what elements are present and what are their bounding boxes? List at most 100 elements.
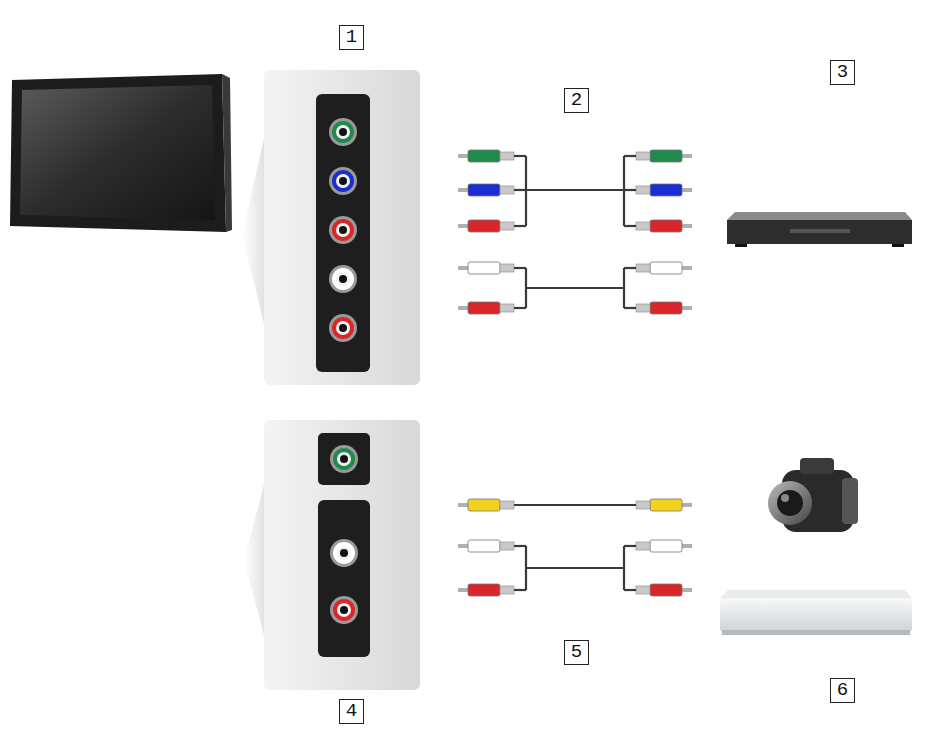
cable-wire xyxy=(514,189,526,191)
jack-inner xyxy=(336,125,350,139)
plug-collar xyxy=(636,586,650,594)
jack-inner xyxy=(337,603,351,617)
plug-collar xyxy=(500,542,514,550)
set-top-box xyxy=(720,590,912,635)
plug-body xyxy=(468,540,500,552)
dvd-player xyxy=(727,212,912,247)
jack-inner xyxy=(337,546,351,560)
jack-inner xyxy=(336,272,350,286)
plug-collar xyxy=(500,501,514,509)
plug-body xyxy=(468,184,500,196)
plug-collar xyxy=(636,186,650,194)
plug-body xyxy=(468,150,500,162)
cable-wire xyxy=(514,589,526,591)
plug-collar xyxy=(636,501,650,509)
jack-hole xyxy=(339,226,347,234)
jack-color xyxy=(333,448,355,470)
cable-wire xyxy=(624,307,636,309)
plug-body xyxy=(650,184,682,196)
callout-box: 1 xyxy=(339,25,364,50)
callout-box: 3 xyxy=(830,60,855,85)
jack-inner xyxy=(336,174,350,188)
jack-color xyxy=(332,268,354,290)
callout-box: 2 xyxy=(564,88,589,113)
jack-ring xyxy=(330,445,358,473)
jack-inner xyxy=(337,452,351,466)
cable-wire xyxy=(624,267,636,269)
plug-body xyxy=(650,302,682,314)
plug-collar xyxy=(636,222,650,230)
plug-collar xyxy=(500,222,514,230)
jack-ring xyxy=(329,216,357,244)
jack-color xyxy=(332,121,354,143)
callout-box: 6 xyxy=(830,678,855,703)
cable-wire xyxy=(514,307,526,309)
cable-wire xyxy=(514,225,526,227)
jack-color xyxy=(332,317,354,339)
callout-box: 5 xyxy=(564,640,589,665)
plug-collar xyxy=(636,304,650,312)
tv-illustration xyxy=(10,74,232,232)
jack-inner xyxy=(336,321,350,335)
jack-inner xyxy=(336,223,350,237)
plug-collar xyxy=(500,586,514,594)
plug-collar xyxy=(500,264,514,272)
callout-box: 4 xyxy=(339,699,364,724)
jack-color xyxy=(332,219,354,241)
callout-number: 2 xyxy=(571,91,582,110)
jack-color xyxy=(333,542,355,564)
cable-wire xyxy=(624,155,636,157)
plug-body xyxy=(468,220,500,232)
plug-body xyxy=(650,150,682,162)
camcorder xyxy=(768,458,858,532)
plug-collar xyxy=(500,186,514,194)
rca-jacks xyxy=(329,118,358,624)
cable-wire xyxy=(526,567,624,569)
jack-ring xyxy=(329,167,357,195)
callout-number: 6 xyxy=(837,681,848,700)
jack-hole xyxy=(340,549,348,557)
plug-collar xyxy=(636,152,650,160)
plug-body xyxy=(468,262,500,274)
jack-color xyxy=(332,170,354,192)
jack-ring xyxy=(329,314,357,342)
jack-ring xyxy=(329,265,357,293)
plug-body xyxy=(650,540,682,552)
rca-cables xyxy=(458,150,692,596)
plug-body xyxy=(468,302,500,314)
jack-hole xyxy=(339,177,347,185)
cable-wire xyxy=(514,545,526,547)
plug-body xyxy=(468,499,500,511)
jack-hole xyxy=(340,455,348,463)
cable-wire xyxy=(624,589,636,591)
av-input-panel xyxy=(242,70,420,385)
cable-wire xyxy=(514,504,636,506)
cable-wire xyxy=(514,267,526,269)
cable-wire xyxy=(526,189,624,191)
cable-wire xyxy=(526,287,624,289)
callout-number: 5 xyxy=(571,643,582,662)
jack-hole xyxy=(339,275,347,283)
plug-collar xyxy=(500,152,514,160)
jack-color xyxy=(333,599,355,621)
cable-wire xyxy=(514,155,526,157)
plug-body xyxy=(650,499,682,511)
plug-body xyxy=(650,584,682,596)
callout-number: 3 xyxy=(837,63,848,82)
callout-number: 1 xyxy=(346,28,357,47)
plug-collar xyxy=(636,264,650,272)
av-input-panel xyxy=(244,420,420,690)
cable-wire xyxy=(624,545,636,547)
plug-body xyxy=(650,262,682,274)
jack-ring xyxy=(329,118,357,146)
jack-hole xyxy=(339,128,347,136)
jack-hole xyxy=(340,606,348,614)
jack-ring xyxy=(330,539,358,567)
jack-ring xyxy=(330,596,358,624)
cable-wire xyxy=(624,189,636,191)
jack-hole xyxy=(339,324,347,332)
callout-number: 4 xyxy=(346,702,357,721)
plug-body xyxy=(650,220,682,232)
